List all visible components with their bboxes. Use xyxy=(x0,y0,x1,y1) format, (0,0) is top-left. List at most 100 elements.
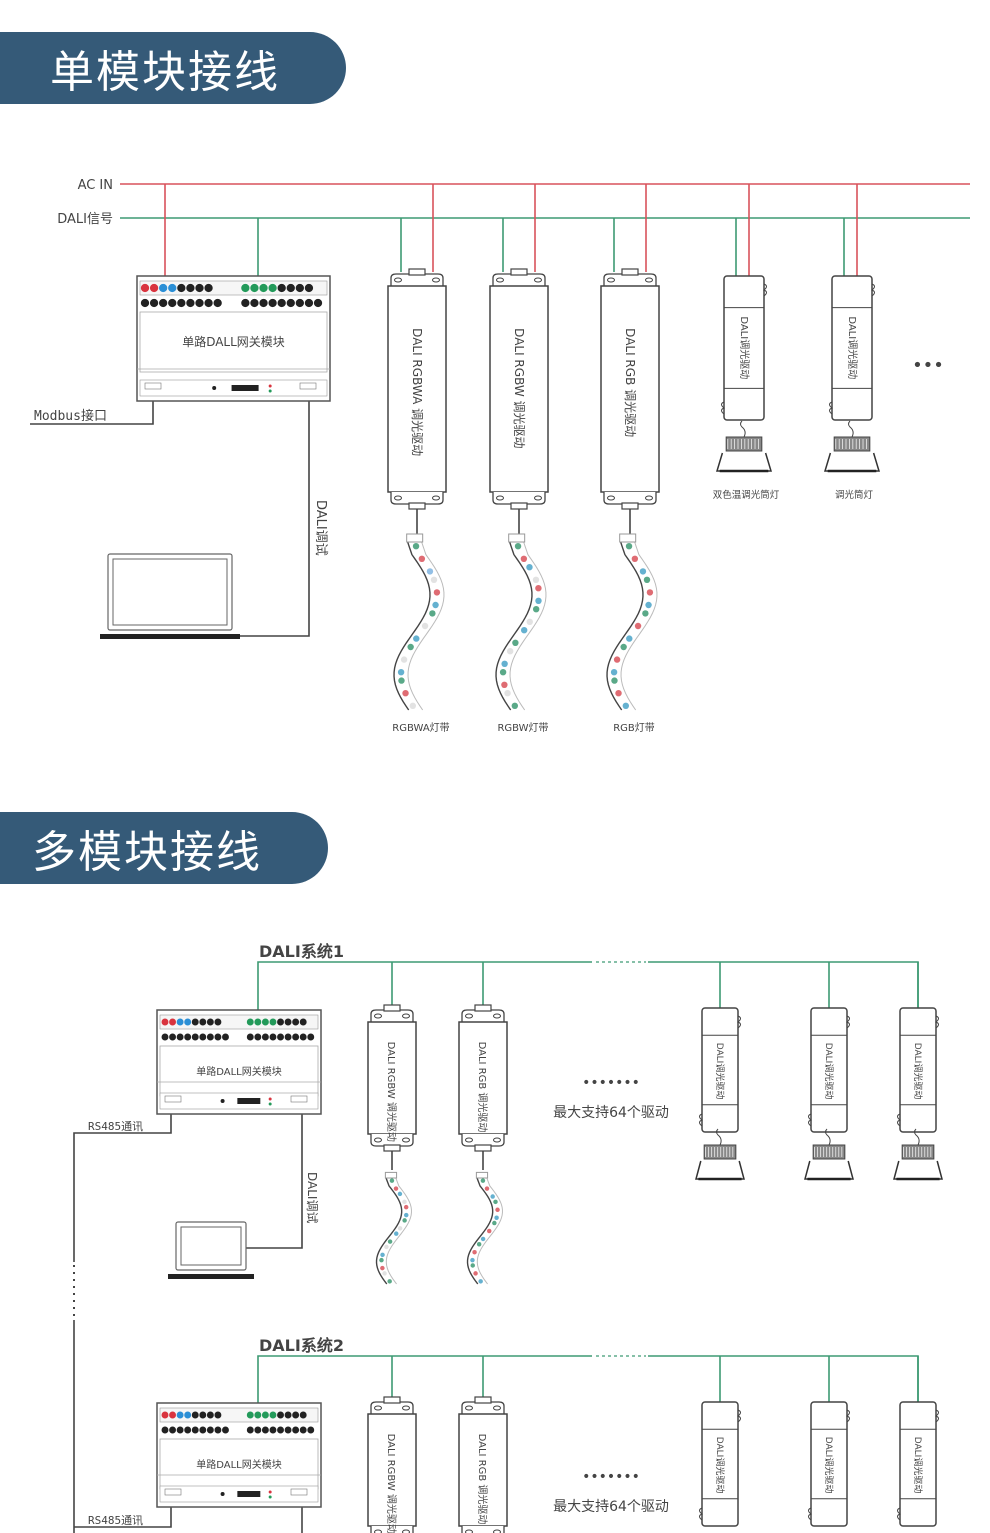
dali-driver: DALI RGBW 调光驱动 xyxy=(367,1004,417,1152)
terminal-screw xyxy=(284,1411,292,1419)
driver-body xyxy=(723,275,765,421)
terminal-screw xyxy=(284,1018,292,1026)
mount-ear xyxy=(461,1009,505,1022)
downlight-icon xyxy=(804,1128,854,1181)
debug-wire xyxy=(243,1108,303,1249)
terminal-screw xyxy=(169,1033,177,1041)
led-dot xyxy=(426,568,434,575)
led-dot xyxy=(646,589,654,596)
dali-signal-label: DALI信号 xyxy=(57,212,113,227)
terminal-screw xyxy=(214,1426,222,1434)
terminal-screw xyxy=(259,283,268,293)
led-dot xyxy=(480,1178,486,1183)
terminal-strip xyxy=(159,1014,319,1030)
driver-label: DALI RGBW 调光驱动 xyxy=(385,1042,398,1142)
led-dot xyxy=(421,622,429,630)
led-red-icon xyxy=(268,1490,272,1494)
led-dot xyxy=(506,648,514,655)
terminal-screw xyxy=(250,298,259,308)
trim xyxy=(804,1160,854,1180)
heatsink xyxy=(703,1144,737,1160)
strip-edge xyxy=(407,541,445,711)
terminal-screw xyxy=(176,1426,184,1434)
strip-edge xyxy=(509,541,547,711)
led-dot xyxy=(504,690,511,697)
label-panel xyxy=(139,311,328,373)
terminal-screw xyxy=(277,1426,284,1434)
led-strip-icon xyxy=(606,533,658,711)
led-dot xyxy=(512,639,519,646)
display-slot xyxy=(237,1491,261,1497)
led-dot xyxy=(470,1263,475,1268)
led-dot xyxy=(409,702,417,709)
terminal-screw xyxy=(246,1018,254,1026)
terminal-screw xyxy=(140,298,150,308)
terminal-screw xyxy=(176,1018,184,1026)
strip-label: RGBWA灯带 xyxy=(392,722,449,734)
driver-body xyxy=(899,1401,937,1527)
terminal-screw xyxy=(161,1033,169,1041)
mount-ear xyxy=(461,1134,505,1147)
driver-label: DALI RGBW 调光驱动 xyxy=(512,328,526,448)
terminal-screw xyxy=(149,283,159,293)
connector xyxy=(383,1144,401,1152)
led-dot xyxy=(532,576,540,583)
screw-hole xyxy=(493,1529,501,1533)
downlight-icon xyxy=(893,1128,943,1181)
terminal-screw xyxy=(269,1411,277,1419)
mount-ear xyxy=(461,1401,505,1414)
screw-hole xyxy=(374,1529,382,1533)
terminal-screw xyxy=(277,1018,284,1026)
terminal-screw xyxy=(261,1426,269,1434)
led-dot xyxy=(626,635,633,642)
downlight-icon xyxy=(695,1128,745,1181)
driver-label: DALI RGB 调光驱动 xyxy=(476,1042,489,1133)
clip xyxy=(699,1507,703,1521)
led-dot xyxy=(501,681,508,688)
led-dot xyxy=(400,656,408,663)
terminal-screw xyxy=(299,1018,307,1026)
led-dot xyxy=(520,555,528,562)
driver-label: DALI调光驱动 xyxy=(714,1437,726,1494)
led-dot xyxy=(526,564,533,571)
driver-label: DALI调光驱动 xyxy=(823,1437,835,1494)
led-dot xyxy=(402,1218,407,1223)
terminal-screw xyxy=(268,283,277,293)
mount-ear xyxy=(461,1526,505,1533)
led-dot xyxy=(413,635,420,642)
led-dot xyxy=(387,1279,392,1284)
laptop-screen xyxy=(112,558,228,626)
connector xyxy=(621,268,639,276)
terminal-screw xyxy=(169,1018,177,1026)
terminal-screw xyxy=(159,283,168,293)
terminal-screw xyxy=(250,283,259,293)
dali-debug-label: DALI调试 xyxy=(313,500,328,556)
terminal-screw xyxy=(177,283,186,293)
screw-hole xyxy=(432,277,440,283)
led-dot xyxy=(526,618,533,625)
ac-in-label: AC IN xyxy=(78,178,113,193)
led-dot xyxy=(397,1191,403,1197)
terminal-screw xyxy=(277,283,286,293)
clip xyxy=(808,1113,812,1127)
driver-label: DALI RGB 调光驱动 xyxy=(623,328,637,437)
trim xyxy=(823,452,881,472)
screw-hole xyxy=(432,495,440,501)
terminal-screw xyxy=(184,1426,192,1434)
display-slot xyxy=(237,1098,261,1104)
led-dot xyxy=(492,1220,497,1226)
led-dot xyxy=(495,1207,500,1213)
connector xyxy=(383,1396,401,1404)
mount-ear xyxy=(370,1009,414,1022)
rs485-label: RS485通讯 xyxy=(88,1514,143,1527)
port-right xyxy=(299,382,317,390)
driver-body xyxy=(458,1021,508,1135)
terminal-screw xyxy=(186,283,195,293)
terminal-screw xyxy=(191,1411,199,1419)
terminal-screw xyxy=(277,1033,284,1041)
terminal-screw xyxy=(222,1033,229,1041)
led-dot xyxy=(645,601,652,609)
led-strip-icon xyxy=(495,533,547,711)
led-red-icon xyxy=(268,384,272,388)
driver-label: DALI调光驱动 xyxy=(912,1043,924,1100)
